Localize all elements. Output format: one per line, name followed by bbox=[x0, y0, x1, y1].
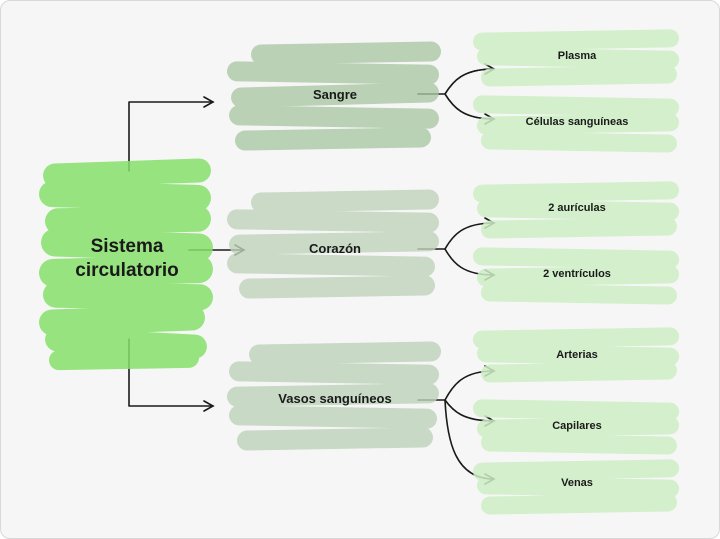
leaf-highlighter-fill bbox=[473, 181, 679, 239]
branch-node-sangre: Sangre bbox=[225, 41, 445, 159]
leaf-label: Plasma bbox=[557, 50, 597, 62]
leaf-node-celulas: Células sanguíneas bbox=[471, 95, 683, 153]
root-label-line-1: Sistema bbox=[90, 236, 164, 257]
leaf-highlighter-fill bbox=[473, 327, 679, 383]
branch-highlighter-fill bbox=[227, 189, 439, 299]
leaf-node-arterias: Arterias bbox=[471, 327, 683, 383]
leaf-highlighter-fill bbox=[473, 247, 679, 305]
branch-highlighter-fill bbox=[227, 341, 441, 451]
root-label-line-2: circulatorio bbox=[75, 260, 179, 281]
branch-label: Corazón bbox=[309, 241, 361, 256]
branch-label: Vasos sanguíneos bbox=[278, 391, 392, 406]
root-node: Sistema circulatorio bbox=[39, 158, 215, 371]
leaf-node-plasma: Plasma bbox=[471, 29, 683, 87]
leaf-node-auriculas: 2 aurículas bbox=[471, 181, 683, 239]
arrow-root-sangre bbox=[128, 96, 215, 172]
leaf-label: 2 aurículas bbox=[548, 202, 606, 214]
leaf-highlighter-fill bbox=[473, 29, 679, 87]
leaf-label: Venas bbox=[561, 477, 593, 489]
leaf-label: Células sanguíneas bbox=[525, 116, 629, 128]
leaf-label: Arterias bbox=[556, 349, 598, 361]
leaf-label: Capilares bbox=[552, 420, 602, 432]
leaf-node-capilares: Capilares bbox=[471, 399, 683, 455]
branch-node-corazon: Corazón bbox=[225, 189, 445, 305]
leaf-highlighter-fill bbox=[473, 399, 679, 455]
branch-highlighter-fill bbox=[227, 41, 441, 151]
leaf-node-venas: Venas bbox=[471, 459, 683, 515]
branch-label: Sangre bbox=[312, 87, 358, 102]
root-highlighter-fill bbox=[39, 158, 213, 371]
leaf-highlighter-fill bbox=[473, 95, 679, 153]
leaf-highlighter-fill bbox=[473, 459, 679, 515]
leaf-label: 2 ventrículos bbox=[543, 268, 611, 280]
branch-node-vasos: Vasos sanguíneos bbox=[225, 341, 445, 459]
leaf-node-ventriculos: 2 ventrículos bbox=[471, 247, 683, 305]
